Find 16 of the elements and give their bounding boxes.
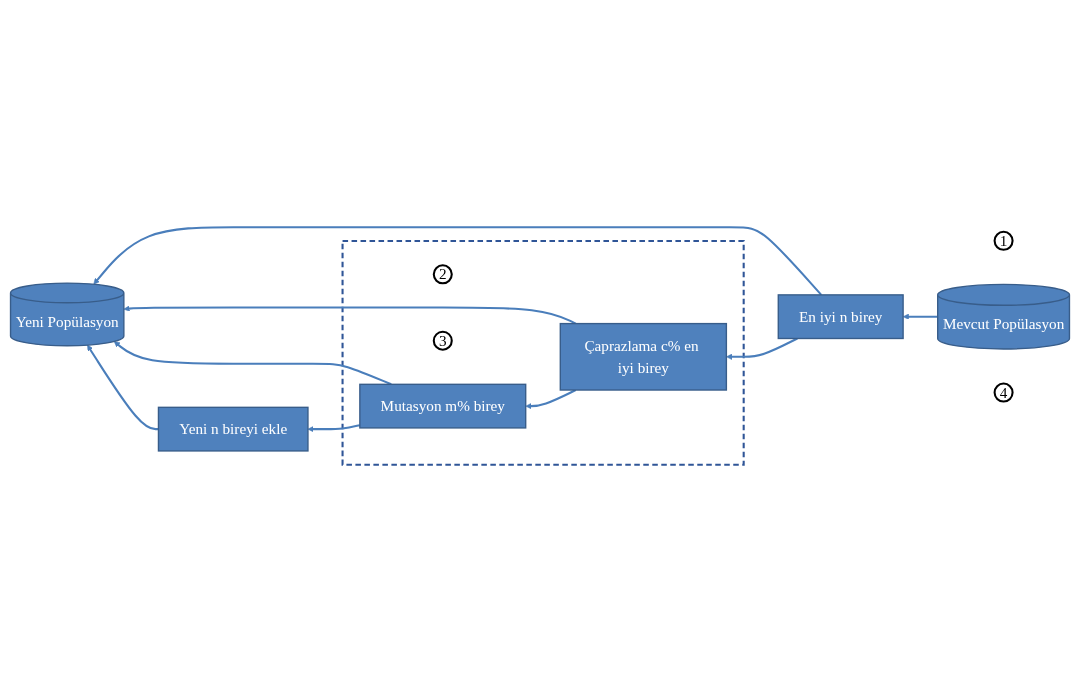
- node-circle: 4: [993, 382, 1014, 403]
- arrow: [726, 337, 798, 360]
- arrow: [87, 344, 159, 431]
- node-box: Mutasyon m% birey: [359, 383, 527, 429]
- arrow: [93, 226, 823, 296]
- arrow: [123, 305, 577, 325]
- node-circle: 3: [432, 330, 453, 351]
- arrow: [113, 341, 392, 386]
- node-box: Yeni n bireyi ekle: [157, 406, 309, 452]
- cluster: [341, 240, 745, 466]
- arrow: [307, 424, 361, 433]
- node-circle: 2: [432, 264, 453, 285]
- node-box: Çaprazlama c% en iyi birey: [559, 322, 728, 391]
- node-box: En iyi n birey: [777, 294, 904, 340]
- node-circle: 1: [993, 230, 1014, 251]
- arrow: [525, 389, 577, 410]
